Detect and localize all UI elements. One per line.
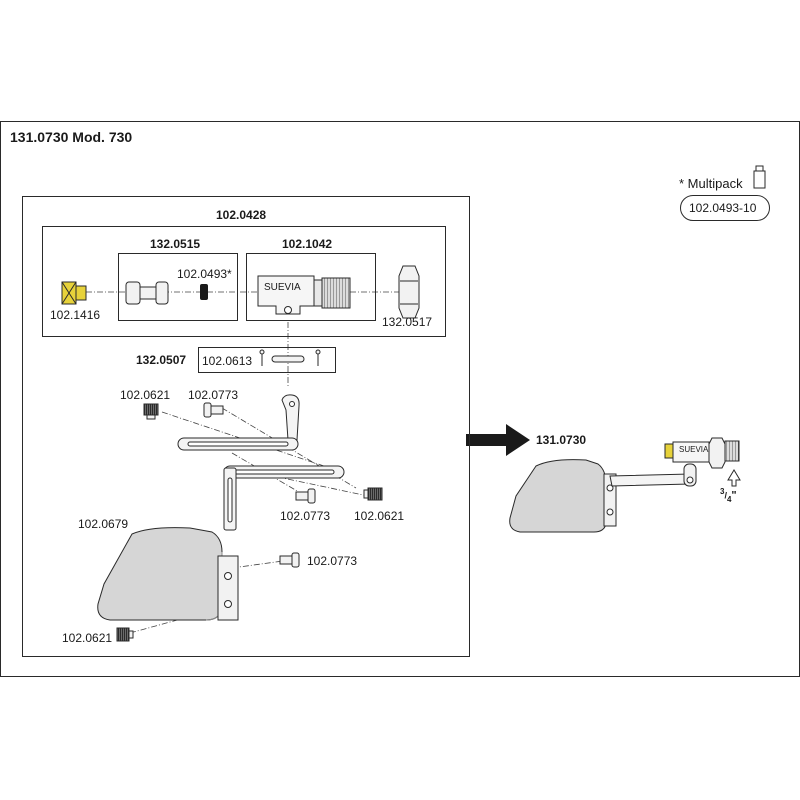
multipack-label: * Multipack [679,176,743,191]
knob-102-0621-low [116,627,134,642]
screw-mid-code: 102.0773 [280,509,331,523]
assembled-valve [509,437,741,533]
screw-102-0773-mid [295,488,316,504]
brass-plug-102-1416 [61,281,87,305]
thread-size-whole: 3 [720,487,725,496]
pin-set-code: 132.0507 [136,353,187,367]
valve-body-102-1042 [257,275,351,315]
knob-102-0621-top [143,403,159,420]
plug-code: 102.1416 [50,308,101,322]
screw-low-code: 102.0773 [307,554,358,568]
float-code: 102.0679 [78,517,129,531]
thread-size-den: 4 [726,494,732,504]
valve-group-code: 102.0428 [216,208,267,222]
knob-low-code: 102.0621 [62,631,113,645]
multipack-code-box [680,195,770,221]
screw-102-0773-top [203,402,224,418]
assembled-brand: SUEVIA [679,445,709,454]
valve-body-box [246,253,376,321]
pin-set-box [198,347,336,373]
cartridge-132-0515 [125,281,169,305]
knob-mid-code: 102.0621 [354,509,405,523]
pin-code: 102.0613 [202,354,253,368]
nut-132-0517 [398,265,420,319]
cartridge-code: 132.0515 [150,237,201,251]
pin-set-132-0507 [259,349,321,366]
thread-size: 3/4" [720,487,737,504]
thread-size-unit: " [731,489,737,502]
parts-box [22,196,470,657]
page-title: 131.0730 Mod. 730 [10,129,133,145]
valve-brand: SUEVIA [264,282,301,293]
seal-code: 102.0493* [177,267,232,281]
knob-top-code: 102.0621 [120,388,171,402]
float-102-0679 [97,527,239,621]
seal-102-0493 [200,284,208,300]
assembled-code: 131.0730 [536,433,587,447]
body-code: 102.1042 [282,237,333,251]
nut-code: 132.0517 [382,315,433,329]
float-arm-bracket [177,394,345,531]
assembly-arrow-icon [466,424,530,456]
screw-top-code: 102.0773 [188,388,239,402]
multipack-icon [753,165,766,189]
multipack-code: 102.0493-10 [689,201,757,215]
screw-102-0773-low [279,552,300,568]
knob-102-0621-mid [363,487,383,501]
valve-group-box [42,226,446,337]
cartridge-box [118,253,238,321]
